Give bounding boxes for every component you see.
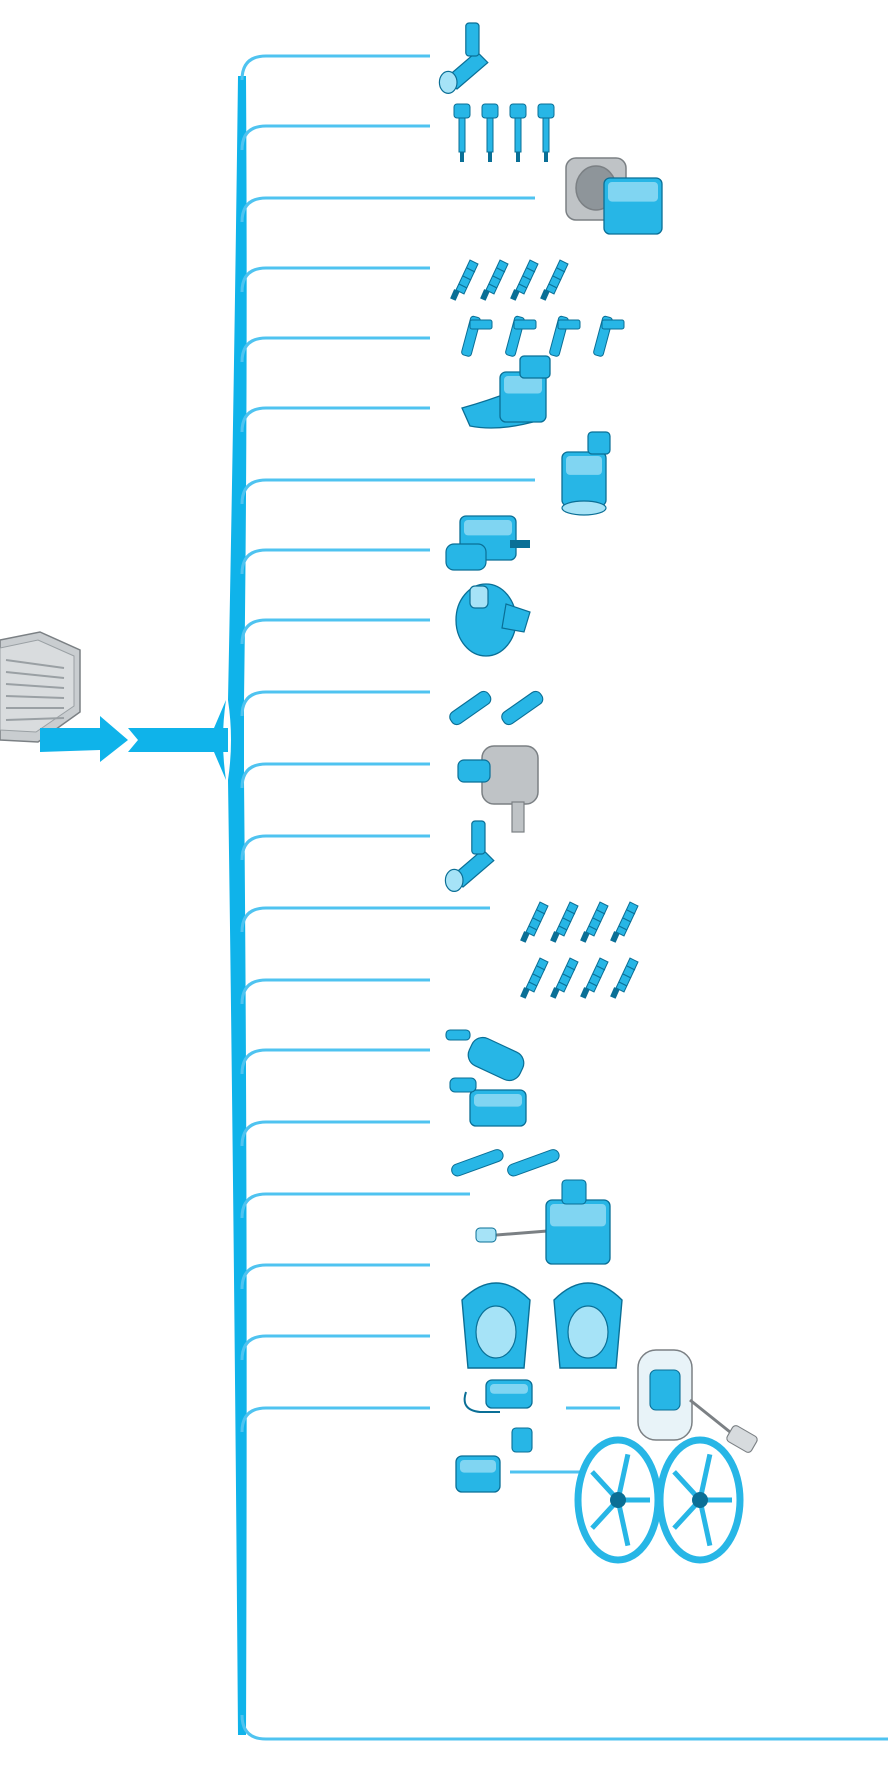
branch-fuel-pump-control bbox=[242, 1336, 430, 1360]
solenoid-valve-icon bbox=[439, 23, 487, 93]
boost-valve-icon bbox=[562, 432, 610, 515]
trunk bbox=[214, 76, 247, 1735]
branch-injector-cluster bbox=[242, 908, 490, 932]
branch-pressure-sensor-valve bbox=[242, 1050, 430, 1074]
components bbox=[439, 23, 758, 1560]
fan-relay-icon bbox=[456, 1440, 740, 1560]
fuel-pump-icon bbox=[458, 746, 538, 832]
branch-coolant-valve bbox=[242, 408, 430, 432]
flap-actuator-icon bbox=[462, 1283, 622, 1368]
pressure-valve-icon bbox=[450, 1078, 526, 1126]
branch-camshaft-adjustment-valve bbox=[242, 56, 430, 80]
branch-boost-valve bbox=[242, 480, 535, 504]
branch-exhaust-flap-valves bbox=[242, 692, 430, 716]
branch-injectors-row-1 bbox=[242, 268, 430, 292]
injector-cluster-icon bbox=[520, 902, 638, 999]
solenoid-valve-icon bbox=[445, 821, 493, 891]
branch-canister-purge-valve bbox=[242, 980, 430, 1004]
branch-ignition-coils bbox=[242, 126, 430, 150]
branch-throttle-valve-module bbox=[242, 198, 535, 222]
branch-radiator-fan-relay bbox=[242, 1408, 430, 1432]
lambda-probe-icon bbox=[450, 1148, 561, 1178]
branch-intake-manifold-flaps bbox=[242, 1265, 430, 1289]
branch-bottom-rail bbox=[242, 1715, 888, 1739]
branch-intake-cam-valve bbox=[242, 836, 430, 860]
branch-vacuum-valve bbox=[242, 550, 430, 574]
small-solenoid-icon bbox=[447, 689, 545, 727]
injector-side-feed-icon bbox=[461, 316, 624, 357]
coolant-pump-icon bbox=[456, 584, 530, 656]
branch-injectors-row-2 bbox=[242, 338, 430, 362]
branch-lambda-heaters bbox=[242, 1122, 430, 1146]
throttle-body-icon bbox=[566, 158, 662, 234]
branch-coolant-pump bbox=[242, 620, 430, 644]
signal-arrow bbox=[40, 716, 228, 762]
wastegate-actuator-icon bbox=[476, 1180, 610, 1264]
purge-valve-icon bbox=[446, 1030, 528, 1084]
ecu-box-icon bbox=[0, 632, 80, 742]
ignition-coil-icon bbox=[454, 104, 554, 162]
branch-high-pressure-fuel-pump bbox=[242, 764, 430, 788]
injector-icon bbox=[450, 260, 568, 301]
vacuum-valve-icon bbox=[446, 516, 530, 570]
coolant-valve-icon bbox=[462, 356, 550, 428]
branch-wastegate-actuator bbox=[242, 1194, 470, 1218]
